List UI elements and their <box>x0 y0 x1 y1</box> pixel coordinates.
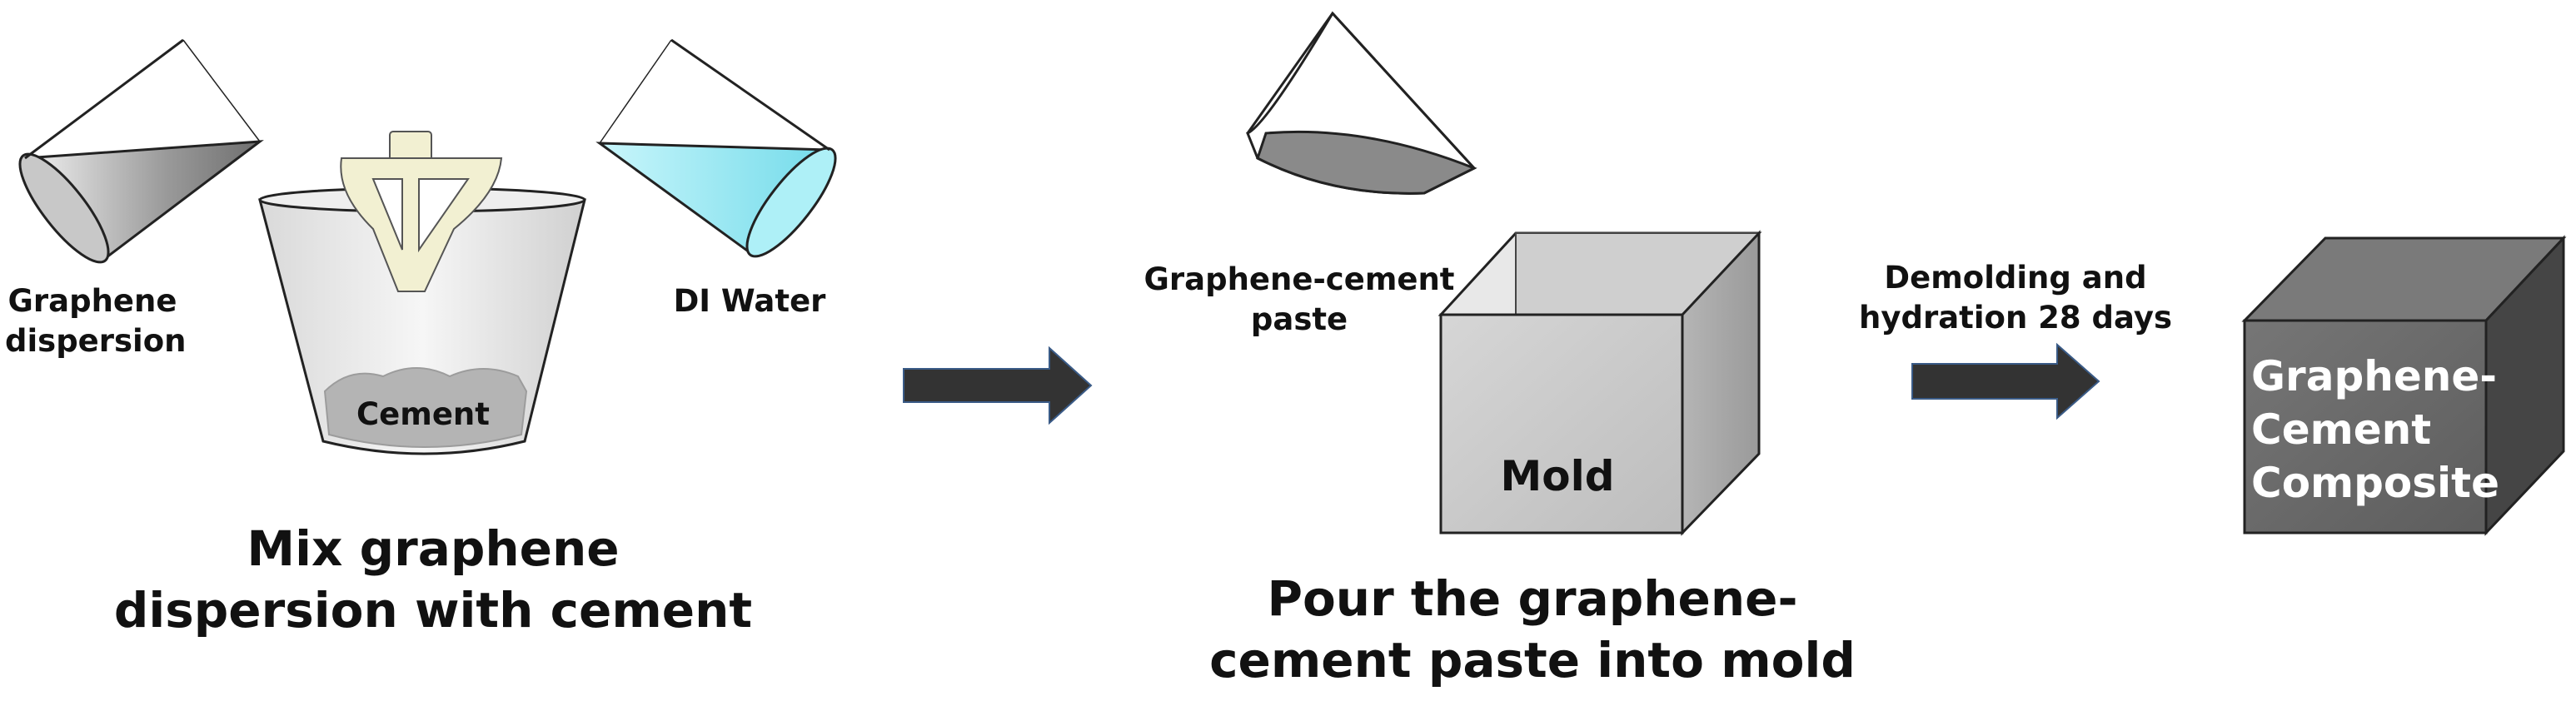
demolding-label: Demolding and hydration 28 days <box>1849 258 2182 338</box>
step2-caption: Pour the graphene- cement paste into mol… <box>1208 568 1857 691</box>
demolding-label-line-1: Demolding and <box>1884 260 2147 296</box>
composite-cube-icon <box>2241 235 2567 536</box>
di-water-label: DI Water <box>673 283 826 319</box>
graphene-cup-icon <box>18 38 264 264</box>
composite-label-line-2: Cement <box>2251 405 2432 454</box>
mold-icon <box>1437 230 1762 536</box>
process-arrow-1 <box>903 346 1093 425</box>
cement-label: Cement <box>356 396 490 432</box>
step2-caption-line-2: cement paste into mold <box>1209 632 1856 689</box>
step1-caption-line-2: dispersion with cement <box>113 582 753 639</box>
paste-label-line-1: Graphene-cement <box>1144 261 1455 297</box>
paste-label-line-2: paste <box>1250 301 1348 337</box>
composite-label-line-3: Composite <box>2251 459 2499 507</box>
graphene-label-line-2: dispersion <box>5 323 187 359</box>
step2-caption-line-1: Pour the graphene- <box>1267 570 1798 627</box>
step1-caption: Mix graphene dispersion with cement <box>92 518 775 641</box>
mold-label: Mold <box>1500 452 1615 500</box>
pouring-cup-icon <box>1246 11 1477 195</box>
demolding-label-line-2: hydration 28 days <box>1859 300 2172 336</box>
mixer-icon <box>340 131 503 292</box>
water-cup-icon <box>595 38 837 258</box>
beaker-icon <box>258 186 586 455</box>
graphene-label-line-1: Graphene <box>7 283 177 319</box>
step1-caption-line-1: Mix graphene <box>247 520 620 577</box>
composite-label-line-1: Graphene- <box>2251 352 2497 400</box>
graphene-cement-paste-label: Graphene-cement paste <box>1141 260 1457 340</box>
process-arrow-2 <box>1911 342 2100 420</box>
composite-label: Graphene- Cement Composite <box>2251 350 2499 510</box>
graphene-dispersion-label: Graphene dispersion <box>5 281 187 361</box>
